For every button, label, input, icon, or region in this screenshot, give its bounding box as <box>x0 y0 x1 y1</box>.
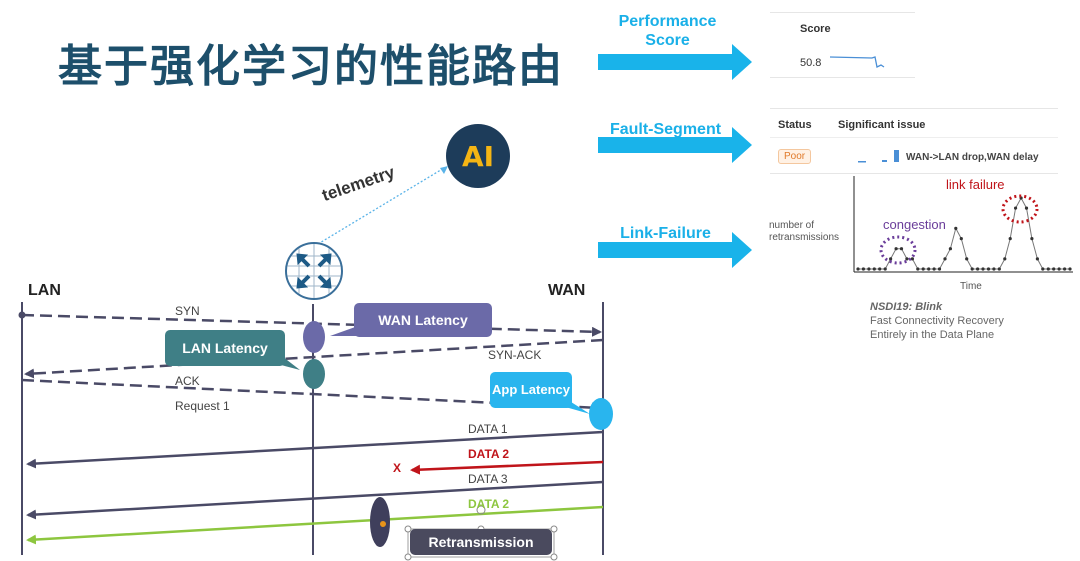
data1-label: DATA 1 <box>468 422 508 436</box>
data3-message <box>26 480 604 520</box>
retransmission-point-7 <box>889 257 893 261</box>
retransmission-series-line <box>858 196 1070 270</box>
retransmission-point-2 <box>861 267 865 271</box>
data2-lost-message <box>410 460 604 475</box>
chart-x-label: Time <box>960 281 982 292</box>
link-failure-circle <box>1001 194 1039 224</box>
retransmission-point-6 <box>883 267 887 271</box>
ai-badge-text: AI <box>461 139 495 173</box>
retransmission-chart: congestion link failure Time <box>853 176 1073 292</box>
retransmission-point-11 <box>910 257 914 261</box>
retransmission-point-28 <box>1003 257 1007 261</box>
arrow-link-failure <box>598 232 752 268</box>
arrow-fault <box>598 127 752 163</box>
status-badge: Poor <box>778 149 812 164</box>
status-panel: Status Significant issue Poor WAN->LAN d… <box>770 108 1058 174</box>
retransmission-point-30 <box>1014 206 1018 210</box>
retransmission-point-10 <box>905 257 909 261</box>
retransmission-marker <box>370 497 390 547</box>
retransmission-point-33 <box>1030 237 1034 241</box>
retransmission-point-20 <box>959 237 963 241</box>
retransmission-point-40 <box>1068 267 1072 271</box>
feature-arrows <box>598 44 752 268</box>
chart-y-label: number of retransmissions <box>769 220 840 243</box>
retransmission-point-8 <box>894 247 898 251</box>
sequence-diagram: SYN SYN-ACK ACK Request 1 DATA 1 DATA 2 … <box>18 302 613 561</box>
retransmission-point-15 <box>932 267 936 271</box>
citation-venue: NSDI19: Blink <box>870 301 943 313</box>
ack-message <box>21 378 602 413</box>
link-failure-label: link failure <box>946 177 1005 192</box>
lan-latency-bubble: LAN Latency <box>165 330 285 366</box>
syn-label: SYN <box>175 304 200 318</box>
label-link-failure: Link-Failure <box>620 225 711 242</box>
retransmission-point-9 <box>899 247 904 251</box>
data2-label: DATA 2 <box>468 447 509 461</box>
retransmission-point-3 <box>867 267 871 271</box>
data2-retransmit-message <box>26 505 604 545</box>
congestion-circle <box>879 235 917 265</box>
retransmission-point-12 <box>916 267 920 271</box>
syn-ack-label: SYN-ACK <box>488 348 541 362</box>
status-column-header: Status <box>778 119 812 131</box>
issue-text: WAN->LAN drop,WAN delay <box>906 152 1039 163</box>
ai-badge: AI <box>446 124 510 188</box>
retransmission-point-26 <box>992 267 996 271</box>
issue-column-header: Significant issue <box>838 119 926 131</box>
app-latency-marker <box>589 398 613 430</box>
retransmission-point-21 <box>965 257 969 261</box>
retransmission-point-32 <box>1024 206 1029 210</box>
retransmission-point-27 <box>997 267 1001 271</box>
retransmission-point-5 <box>878 267 882 271</box>
retransmission-point-22 <box>970 267 974 271</box>
retransmission-point-13 <box>921 267 925 271</box>
data2-retransmit-label: DATA 2 <box>468 497 509 511</box>
lan-latency-marker <box>303 359 325 389</box>
data1-message <box>26 430 604 469</box>
retransmission-point-16 <box>937 267 942 271</box>
citation-line2: Entirely in the Data Plane <box>870 329 995 341</box>
score-sparkline <box>829 56 885 68</box>
wan-latency-marker <box>303 321 325 353</box>
retransmission-point-14 <box>927 267 931 271</box>
retransmission-point-1 <box>856 267 860 271</box>
router-icon <box>285 242 343 300</box>
retransmission-point-35 <box>1041 267 1045 271</box>
retransmission-point-18 <box>948 247 952 251</box>
ack-label: ACK <box>175 374 200 388</box>
page-title: 基于强化学习的性能路由 <box>58 41 564 92</box>
citation-line1: Fast Connectivity Recovery <box>870 315 1004 327</box>
retransmission-point-23 <box>976 267 980 271</box>
retransmission-point-29 <box>1008 237 1012 241</box>
citation: NSDI19: Blink Fast Connectivity Recovery… <box>870 300 1004 342</box>
app-latency-bubble: App Latency <box>490 372 572 408</box>
score-header: Score <box>800 23 831 35</box>
retransmission-point-24 <box>981 267 985 271</box>
request1-label: Request 1 <box>175 399 230 413</box>
retransmission-point-37 <box>1052 267 1056 271</box>
lan-label: LAN <box>28 282 61 299</box>
arrow-performance <box>598 44 752 80</box>
retransmission-point-4 <box>872 267 876 271</box>
retransmission-point-34 <box>1035 257 1039 261</box>
loss-mark: X <box>393 461 401 475</box>
data3-label: DATA 3 <box>468 472 508 486</box>
retransmission-point-38 <box>1057 267 1061 271</box>
retransmission-point-25 <box>986 267 991 271</box>
retransmission-point-36 <box>1046 267 1050 271</box>
retransmission-bubble: Retransmission <box>410 529 552 555</box>
retransmission-point-17 <box>943 257 947 261</box>
syn-ack-message <box>24 338 604 379</box>
telemetry-arrow <box>317 166 448 245</box>
wan-label: WAN <box>548 282 586 299</box>
label-performance-score: Performance Score <box>618 13 717 49</box>
score-value: 50.8 <box>800 57 822 69</box>
issue-mini-bars <box>858 150 899 163</box>
score-panel: Score 50.8 <box>770 12 915 78</box>
retransmission-point-19 <box>954 226 958 230</box>
retransmission-point-39 <box>1063 267 1067 271</box>
label-fault-segment: Fault-Segment <box>609 121 722 138</box>
congestion-label: congestion <box>883 217 946 232</box>
wan-latency-bubble: WAN Latency <box>354 303 492 337</box>
